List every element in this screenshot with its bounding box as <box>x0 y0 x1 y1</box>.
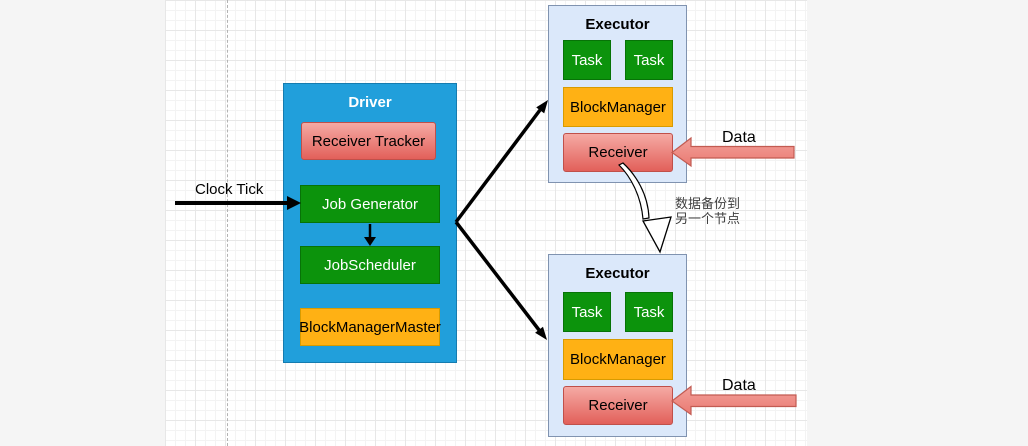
executor-bottom-title: Executor <box>585 265 650 282</box>
executor-top-receiver-box: Receiver <box>563 133 673 172</box>
driver-title: Driver <box>348 94 392 111</box>
executor-bottom-block-manager-box: BlockManager <box>563 339 673 380</box>
receiver-tracker-box: Receiver Tracker <box>301 122 436 160</box>
backup-note-line2: 另一个节点 <box>675 211 741 226</box>
executor-top-task-1-box: Task <box>563 40 611 80</box>
executor-top-block-manager-box: BlockManager <box>563 87 673 127</box>
executor-bottom-receiver-box: Receiver <box>563 386 673 425</box>
backup-note-line1: 数据备份到 <box>675 196 741 211</box>
job-generator-box: Job Generator <box>300 185 440 223</box>
job-scheduler-box: JobScheduler <box>300 246 440 284</box>
executor-top-title: Executor <box>585 16 650 33</box>
block-manager-master-box: BlockManagerMaster <box>299 308 441 346</box>
backup-note: 数据备份到 另一个节点 <box>675 196 740 226</box>
executor-top-task-2-box: Task <box>625 40 673 80</box>
clock-tick-label: Clock Tick <box>195 181 264 198</box>
data-label-top: Data <box>722 129 756 146</box>
data-label-bottom: Data <box>722 377 756 394</box>
executor-bottom-task-1-box: Task <box>563 292 611 332</box>
executor-bottom-task-2-box: Task <box>625 292 673 332</box>
page-boundary-dashed-line <box>227 0 228 446</box>
